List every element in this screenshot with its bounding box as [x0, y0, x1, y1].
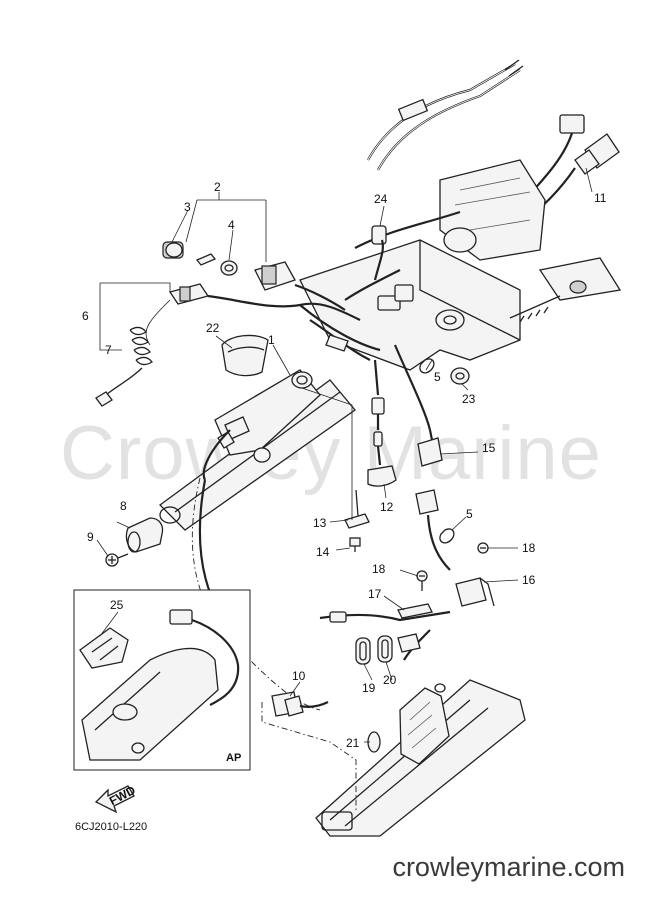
bracket-13 — [344, 489, 370, 529]
clip-5-upper — [419, 358, 435, 374]
fwd-arrow-icon: FWD — [94, 783, 138, 814]
inset-tag: AP — [226, 752, 242, 764]
clamp-19 — [355, 637, 371, 665]
harness-12 — [367, 397, 397, 487]
inset-box — [73, 589, 251, 771]
callout-21: 21 — [346, 736, 360, 750]
callout-4: 4 — [228, 218, 235, 232]
clip-5-lower — [439, 528, 455, 544]
main-harness — [299, 239, 432, 431]
bolt-14 — [349, 537, 361, 552]
callout-13: 13 — [313, 516, 327, 530]
callout-24: 24 — [374, 192, 388, 206]
relay-16 — [455, 577, 495, 607]
grip-8 — [125, 517, 164, 553]
callout-15: 15 — [482, 441, 496, 455]
callout-8: 8 — [120, 499, 127, 513]
steering-bracket — [299, 159, 622, 371]
callout-5a: 5 — [434, 370, 441, 384]
callout-12: 12 — [380, 500, 394, 514]
screw-18-right — [477, 542, 489, 554]
callout-10: 10 — [292, 669, 306, 683]
lanyard-cord-7 — [95, 326, 153, 407]
diagram-code: 6CJ2010-L220 — [75, 821, 148, 833]
footer-url: crowleymarine.com — [392, 852, 625, 882]
callout-3: 3 — [184, 200, 191, 214]
callouts: 1 2 3 4 5 5 6 7 8 9 10 11 12 13 14 15 16… — [82, 180, 607, 750]
callout-17: 17 — [368, 587, 382, 601]
callout-5b: 5 — [466, 507, 473, 521]
callout-11: 11 — [594, 191, 607, 205]
tiller-handle — [159, 369, 356, 531]
bracket-17 — [397, 603, 433, 619]
callout-25: 25 — [110, 598, 124, 612]
grommet-1 — [291, 371, 313, 389]
callout-14: 14 — [316, 545, 330, 559]
callout-7: 7 — [105, 343, 112, 357]
callout-16: 16 — [522, 573, 536, 587]
collar-23 — [450, 367, 470, 385]
callout-6: 6 — [82, 309, 89, 323]
fwd-label: FWD — [107, 783, 138, 808]
clamp-20 — [377, 635, 393, 663]
cover-22 — [221, 334, 269, 377]
callout-18a: 18 — [522, 541, 536, 555]
coupler-15 — [417, 429, 443, 467]
callout-20: 20 — [383, 673, 397, 687]
leader-lines — [96, 167, 593, 743]
coupler-lower — [415, 489, 451, 571]
callout-9: 9 — [87, 530, 94, 544]
callout-2: 2 — [214, 180, 221, 194]
bottom-cowling — [315, 679, 526, 837]
dash-route-21 — [261, 702, 357, 812]
callout-23: 23 — [462, 392, 476, 406]
clip-24 — [354, 210, 461, 249]
callout-22: 22 — [206, 321, 220, 335]
lanyard-switch-6 — [145, 283, 361, 346]
screw-18-left — [416, 570, 428, 591]
switch-assembly-2 — [162, 241, 346, 311]
callout-18b: 18 — [372, 562, 386, 576]
throttle-shift-cables — [367, 59, 524, 171]
callout-19: 19 — [362, 681, 376, 695]
connector-10 — [271, 691, 329, 717]
callout-1: 1 — [268, 333, 275, 347]
screw-9 — [105, 553, 129, 567]
